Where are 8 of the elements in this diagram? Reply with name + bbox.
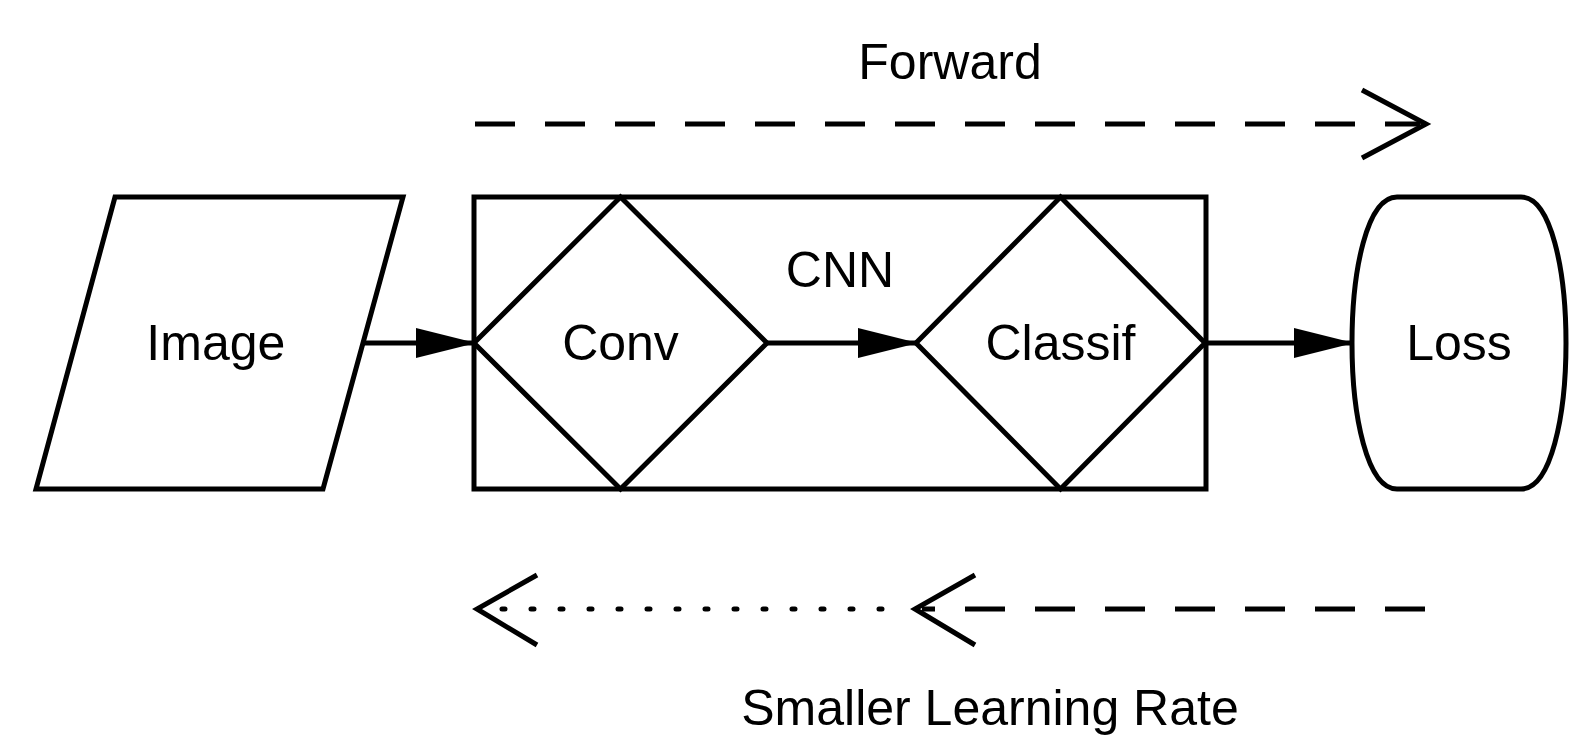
arrow	[767, 328, 918, 358]
node-label: Conv	[562, 314, 679, 372]
node-label: Classif	[985, 314, 1136, 372]
node-label: Loss	[1406, 314, 1512, 372]
node-label: Image	[146, 314, 286, 372]
group-label: CNN	[785, 241, 895, 299]
direction-label: Forward	[858, 33, 1042, 91]
direction-label: Smaller Learning Rate	[741, 679, 1239, 737]
